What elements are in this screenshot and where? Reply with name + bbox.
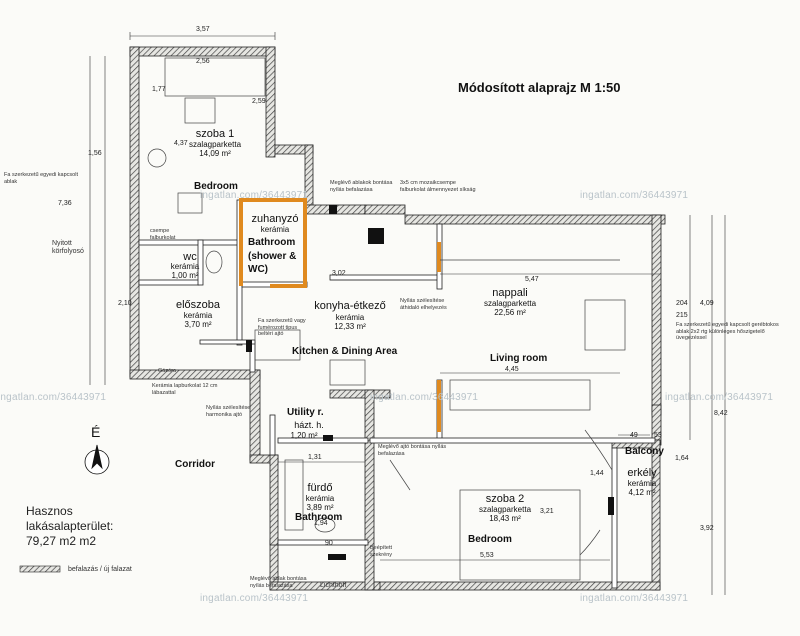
dim-label: 3,92 bbox=[700, 525, 714, 532]
room-wc-floor: kerámia bbox=[170, 262, 200, 271]
plan-title: Módosított alaprajz M 1:50 bbox=[458, 80, 621, 95]
room-szoba1-name: szoba 1 bbox=[195, 128, 235, 140]
room-szoba2-name: szoba 2 bbox=[485, 493, 525, 505]
room-eloszoba-name: előszoba bbox=[175, 299, 221, 311]
new-walls bbox=[239, 198, 441, 432]
room-eloszoba-area: 3,70 m² bbox=[184, 320, 212, 329]
corridor-label: Corridor bbox=[175, 459, 215, 470]
dim-label: 3,02 bbox=[332, 270, 346, 277]
dim-label: 5,47 bbox=[525, 276, 539, 283]
note-window-right: Fa szerkezetű egyedi kapcsolt gerébtokos… bbox=[676, 322, 779, 342]
room-erkely-area: 4,12 m² bbox=[628, 488, 656, 497]
dim-label: 3,57 bbox=[196, 26, 210, 33]
watermark-1: ingatlan.com/36443971 bbox=[200, 190, 309, 201]
room-szoba1-english: Bedroom bbox=[194, 181, 238, 192]
dim-label: 1,56 bbox=[88, 150, 102, 157]
dim-label: 7,36 bbox=[58, 200, 72, 207]
note-window-bontas: Meglévő ablakok bontása nyílás befalazás… bbox=[330, 180, 393, 193]
room-konyha-area: 12,33 m² bbox=[334, 322, 366, 331]
room-zuhanyzo-floor: kerámia bbox=[260, 225, 290, 234]
note-door-bontas: Meglévő ajtó bontása nyílás befalazása bbox=[378, 444, 447, 457]
dim-label: 2,59 bbox=[252, 98, 266, 105]
dim-label: 1,31 bbox=[308, 454, 322, 461]
north-arrow bbox=[84, 444, 110, 475]
room-zuhanyzo-english: Bathroom (shower & WC) bbox=[248, 237, 297, 275]
room-furdo-name: fürdő bbox=[307, 482, 333, 494]
dim-label: 1,94 bbox=[314, 520, 328, 527]
room-zuhanyzo-name: zuhanyzó bbox=[251, 213, 299, 225]
note-lichthoff: Lichthoff bbox=[320, 582, 347, 589]
dim-label: 4,37 bbox=[174, 140, 188, 147]
room-szoba1-area: 14,09 m² bbox=[199, 149, 231, 158]
useful-area-line2: lakásalapterület: bbox=[26, 519, 114, 533]
room-szoba1-floor: szalagparketta bbox=[188, 140, 242, 149]
room-konyha-name: konyha-étkező bbox=[314, 300, 386, 312]
room-wc-area: 1,00 m² bbox=[171, 271, 199, 280]
room-hazt-name2: házt. h. bbox=[294, 420, 324, 430]
dim-label: 4,09 bbox=[700, 300, 714, 307]
dim-label: 5,53 bbox=[480, 552, 494, 559]
watermark-5: ingatlan.com/36443971 bbox=[665, 392, 774, 403]
useful-area-line3: 79,27 m2 m2 bbox=[26, 534, 97, 548]
watermark-4: ingatlan.com/36443971 bbox=[370, 392, 479, 403]
room-furdo-floor: kerámia bbox=[305, 494, 335, 503]
room-konyha-floor: kerámia bbox=[335, 313, 365, 322]
legend-swatch bbox=[19, 565, 61, 573]
dim-label: 1,77 bbox=[152, 86, 166, 93]
dim-label: 1,64 bbox=[675, 455, 689, 462]
useful-area-line1: Hasznos bbox=[26, 504, 73, 518]
dim-label: 4,45 bbox=[505, 366, 519, 373]
note-nyilas: Nyílás szélesítése áthidaló elhelyezés bbox=[400, 298, 447, 311]
note-beepitett: Beépített szekrény bbox=[370, 545, 393, 558]
dim-label: 90 bbox=[325, 540, 333, 547]
dim-label: 53 bbox=[654, 432, 662, 439]
useful-area: Hasznos lakásalapterület: 79,27 m2 m2 bbox=[26, 504, 113, 549]
watermark-7: ingatlan.com/36443971 bbox=[580, 593, 689, 604]
room-wc-name: wc bbox=[183, 251, 197, 263]
room-nappali-area: 22,56 m² bbox=[494, 308, 526, 317]
room-nappali-floor: szalagparketta bbox=[483, 299, 537, 308]
room-erkely-floor: kerámia bbox=[627, 479, 657, 488]
note-korfolyoso: Nyitott körfolyosó bbox=[52, 240, 84, 256]
watermark-6: ingatlan.com/36443971 bbox=[200, 593, 309, 604]
dim-label: 1,44 bbox=[590, 470, 604, 477]
note-mozaik: 3x5 cm mozaikcsempe falburkolat álmennye… bbox=[400, 180, 476, 193]
note-window-bottom: Meglévő ablak bontása nyílás befalazása bbox=[250, 576, 307, 589]
note-harmonika: Nyílás szélesítése harmonika ajtó bbox=[206, 405, 251, 418]
room-nappali-name: nappali bbox=[492, 287, 528, 299]
dim-label: 2,10 bbox=[118, 300, 132, 307]
dimension-lines bbox=[89, 32, 726, 595]
note-window-left: Fa szerkezetű egyedi kapcsolt ablak bbox=[4, 172, 78, 185]
room-nappali-english: Living room bbox=[490, 353, 548, 364]
room-eloszoba-floor: kerámia bbox=[183, 311, 213, 320]
room-furdo-area: 3,89 m² bbox=[306, 503, 334, 512]
exterior-walls bbox=[129, 46, 666, 591]
watermark-3: ingatlan.com/36443971 bbox=[0, 392, 107, 403]
room-erkely-english: Balcony bbox=[625, 446, 664, 457]
room-erkely-name: erkély bbox=[627, 467, 657, 479]
infill-walls bbox=[246, 205, 614, 560]
note-keramia: Kerámia lapburkolat 12 cm lábazattal bbox=[152, 383, 218, 396]
legend-label: befalazás / új falazat bbox=[68, 566, 132, 573]
dim-label: 2,56 bbox=[196, 58, 210, 65]
dim-label: 8,42 bbox=[714, 410, 728, 417]
note-gazora: Gázóra bbox=[158, 368, 177, 374]
watermark-2: ingatlan.com/36443971 bbox=[580, 190, 689, 201]
room-konyha-english: Kitchen & Dining Area bbox=[292, 346, 398, 357]
north-label: É bbox=[91, 424, 101, 440]
room-szoba2-english: Bedroom bbox=[468, 534, 512, 545]
dim-label: 204 bbox=[676, 300, 688, 307]
note-door: Fa szerkezetű vagy fumérozott tipus belt… bbox=[258, 318, 306, 338]
note-csempe: csempe falburkolat bbox=[150, 228, 176, 241]
dim-label: 3,21 bbox=[540, 508, 554, 515]
dim-label: 49 bbox=[630, 432, 638, 439]
room-hazt-name: Utility r. bbox=[287, 407, 324, 418]
room-hazt-area: 1,20 m² bbox=[290, 431, 318, 440]
room-furdo-english: Bathroom bbox=[295, 512, 343, 523]
room-szoba2-area: 18,43 m² bbox=[489, 514, 521, 523]
dim-label: 215 bbox=[676, 312, 688, 319]
furniture bbox=[147, 57, 626, 581]
room-szoba2-floor: szalagparketta bbox=[478, 505, 532, 514]
